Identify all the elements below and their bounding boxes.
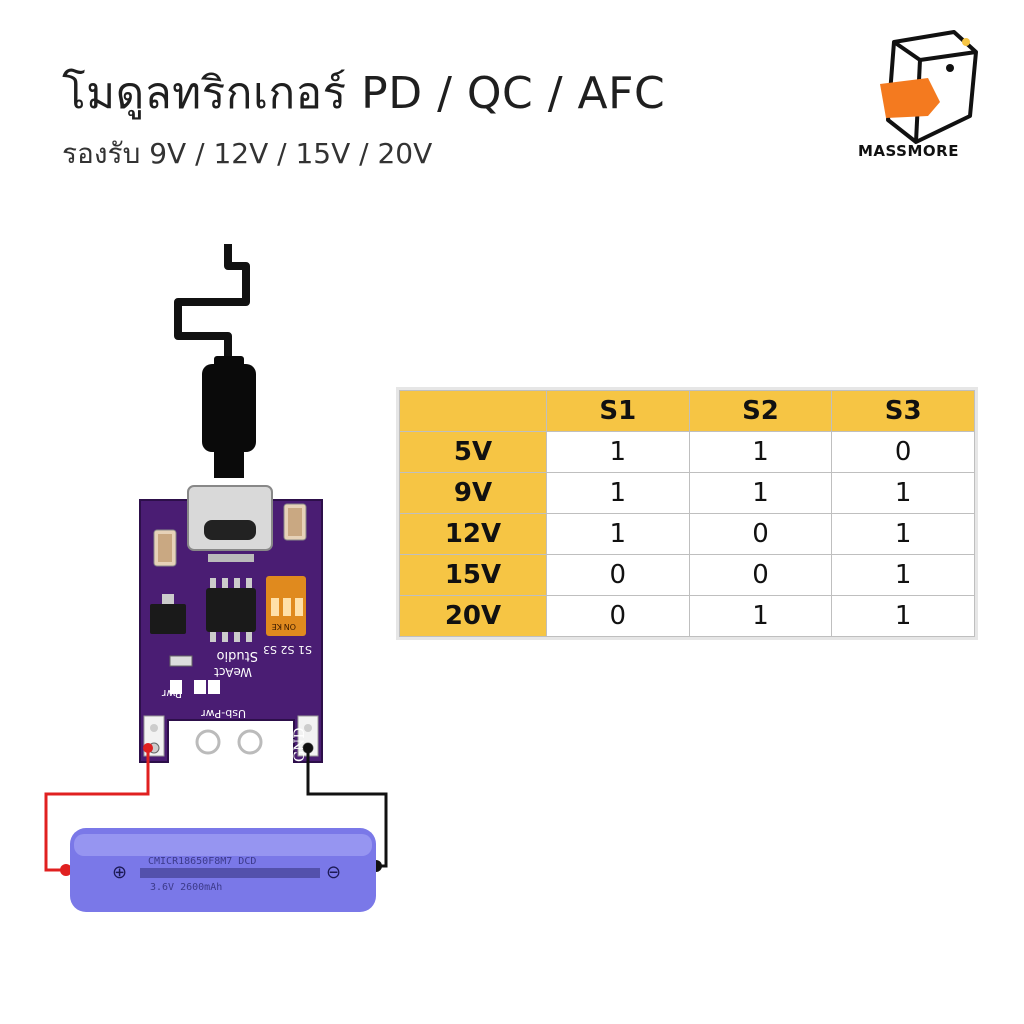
- table-row: 5V 1 1 0: [399, 431, 975, 473]
- table-cell: 1: [688, 595, 833, 637]
- 18650-battery: ⊕ ⊖ CMICR18650F8M7 DCD 3.6V 2600mAh: [70, 828, 376, 912]
- battery-spec: 3.6V 2600mAh: [150, 882, 222, 893]
- board-silk-studio: Studio: [217, 648, 258, 663]
- board-silk-switch: S1 S2 S3: [263, 643, 312, 656]
- dip-ke-label: KE: [272, 622, 282, 631]
- table-cell: 1: [831, 472, 975, 514]
- table-cell: 0: [546, 595, 690, 637]
- table-row: 9V 1 1 1: [399, 472, 975, 514]
- black-wire: [306, 748, 388, 868]
- row-label: 9V: [399, 472, 547, 514]
- table-header-cell: S3: [831, 390, 975, 432]
- table-cell: 0: [831, 431, 975, 473]
- table-header-cell: [399, 390, 547, 432]
- battery-plus: ⊕: [112, 862, 127, 883]
- table-cell: 0: [546, 554, 690, 596]
- table-header-cell: S2: [688, 390, 833, 432]
- row-label: 12V: [399, 513, 547, 555]
- board-silk-pwr: Pwr: [161, 687, 182, 700]
- row-label: 5V: [399, 431, 547, 473]
- usb-plug-body: [202, 364, 256, 452]
- table-cell: 1: [688, 472, 833, 514]
- massmore-duck-logo: [880, 30, 978, 144]
- table-cell: 1: [546, 513, 690, 555]
- gnd-label: GND: [292, 727, 308, 762]
- table-cell: 0: [688, 513, 833, 555]
- board-silk-usb: Usb-Pwr: [201, 707, 246, 720]
- table-cell: 1: [546, 431, 690, 473]
- controller-ic: [206, 588, 256, 632]
- red-wire: [44, 748, 150, 872]
- table-header-cell: S1: [546, 390, 690, 432]
- voltage-switch-table: S1 S2 S3 5V 1 1 0 9V 1 1 1 12V 1 0 1 15V…: [399, 390, 975, 637]
- dip-on-label: ON: [284, 622, 296, 631]
- row-label: 15V: [399, 554, 547, 596]
- battery-minus: ⊖: [326, 862, 341, 883]
- pd-trigger-board: WeAct Studio S1 S2 S3 Pwr Usb-Pwr ON KE …: [139, 485, 323, 763]
- page-title: โมดูลทริกเกอร์ PD / QC / AFC: [62, 68, 666, 119]
- table-cell: 1: [688, 431, 833, 473]
- battery-model: CMICR18650F8M7 DCD: [148, 856, 256, 867]
- table-cell: 1: [831, 595, 975, 637]
- brand-name: MASSMORE: [858, 142, 959, 160]
- row-label: 20V: [399, 595, 547, 637]
- board-silk-weact: WeAct: [214, 665, 252, 679]
- table-row: 15V 0 0 1: [399, 554, 975, 596]
- table-cell: 1: [546, 472, 690, 514]
- table-header-row: S1 S2 S3: [399, 390, 975, 432]
- table-row: 12V 1 0 1: [399, 513, 975, 555]
- usb-c-port: [187, 485, 273, 551]
- usb-cable: [174, 244, 250, 360]
- page-subtitle: รองรับ 9V / 12V / 15V / 20V: [62, 137, 433, 170]
- table-cell: 1: [831, 554, 975, 596]
- table-row: 20V 0 1 1: [399, 595, 975, 637]
- table-cell: 1: [831, 513, 975, 555]
- table-cell: 0: [688, 554, 833, 596]
